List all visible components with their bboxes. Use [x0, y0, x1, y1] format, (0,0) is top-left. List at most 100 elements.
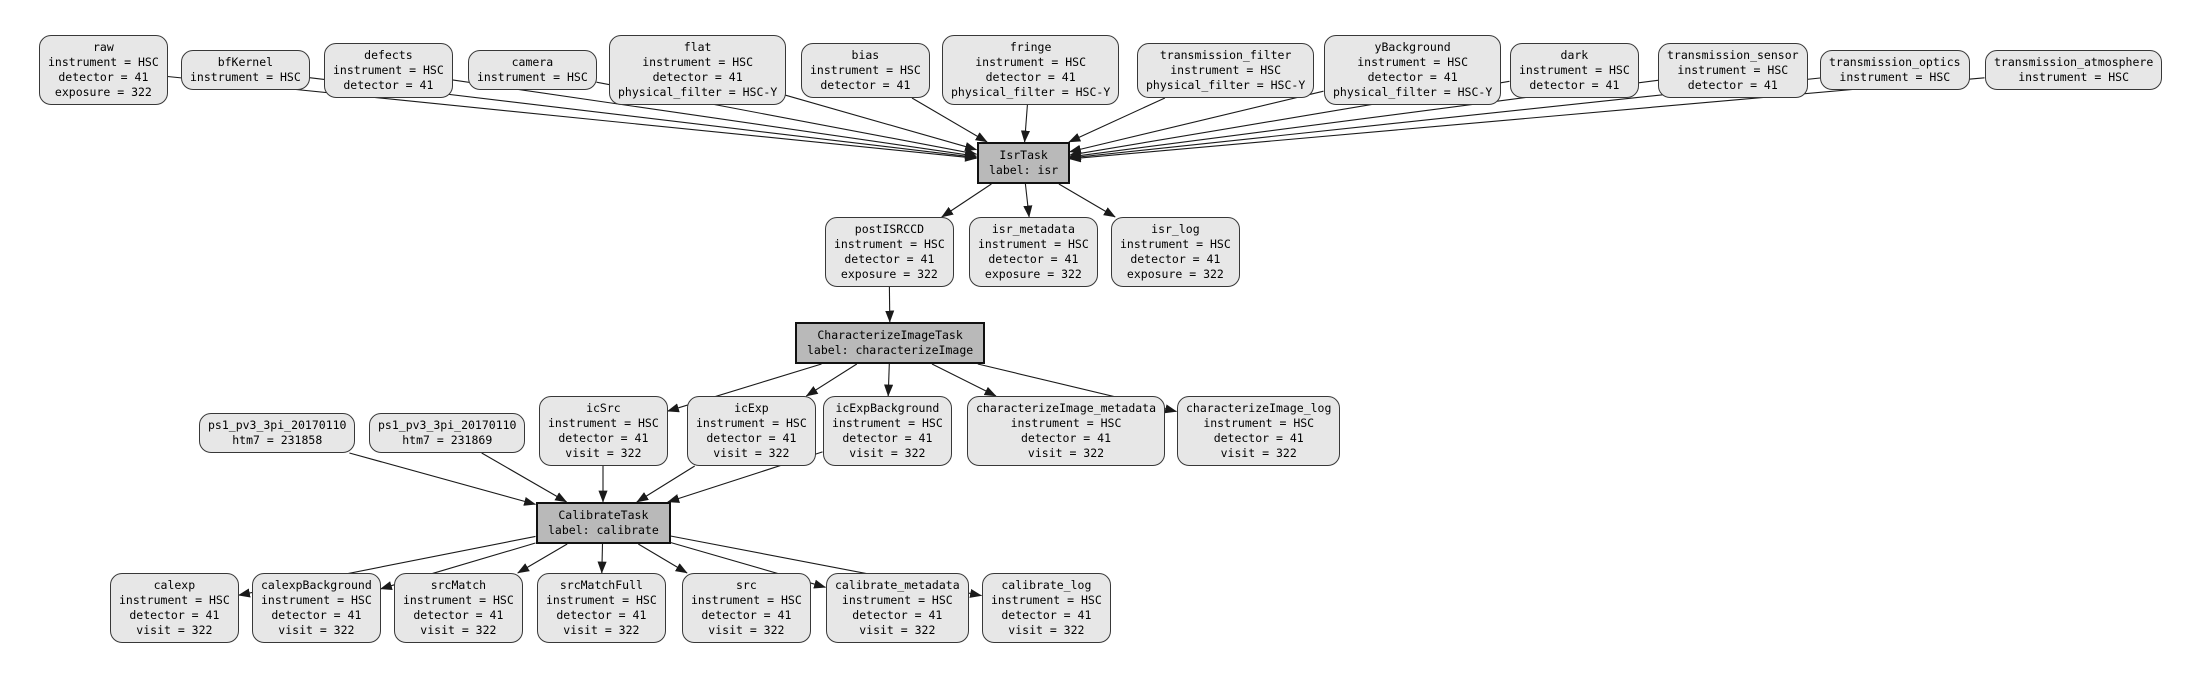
node-title: ps1_pv3_3pi_20170110 — [208, 418, 347, 432]
node-attr: instrument = HSC — [834, 237, 945, 251]
node-title: camera — [511, 55, 554, 69]
edge-IsrTask-to-postISRCCD — [941, 183, 992, 218]
node-attr: instrument = HSC — [48, 55, 159, 69]
node-title: srcMatch — [430, 578, 487, 592]
node-attr: instrument = HSC — [1203, 416, 1315, 430]
node-attr: detector = 41 — [558, 431, 649, 445]
edge-defects-to-IsrTask — [452, 79, 978, 160]
edge-flat-to-IsrTask — [785, 94, 978, 151]
node-attr: instrument = HSC — [1120, 237, 1231, 251]
node-attr: detector = 41 — [852, 608, 943, 622]
node-attr: instrument = HSC — [1839, 70, 1951, 84]
node-attr: exposure = 322 — [1126, 267, 1224, 281]
edge-raw-to-IsrTask — [167, 75, 978, 162]
node-attr: instrument = HSC — [261, 593, 372, 607]
node-title: transmission_sensor — [1667, 48, 1799, 62]
node-attr: detector = 41 — [706, 431, 797, 445]
edge-transmission_atmosphere-to-IsrTask — [1068, 77, 1985, 163]
node-attr: detector = 41 — [988, 252, 1079, 266]
node-attr: detector = 41 — [842, 431, 933, 445]
edge-fringe-to-IsrTask — [1020, 104, 1031, 143]
node-title: isr_log — [1151, 222, 1200, 236]
node-attr: visit = 322 — [136, 623, 213, 637]
node-attr: physical_filter = HSC-Y — [618, 85, 778, 99]
node-attr: physical_filter = HSC-Y — [1146, 78, 1306, 92]
node-title: defects — [364, 48, 413, 62]
edge-CharacterizeImageTask-to-icExpBackground — [884, 363, 894, 397]
node-attr: visit = 322 — [278, 623, 355, 637]
edge-yBackground-to-IsrTask — [1068, 90, 1324, 154]
node-title: isr_metadata — [991, 222, 1075, 236]
node-attr: instrument = HSC — [2018, 70, 2130, 84]
node-title: calexp — [153, 578, 196, 592]
node-attr: visit = 322 — [1220, 446, 1297, 460]
edge-bias-to-IsrTask — [911, 97, 988, 143]
node-attr: instrument = HSC — [810, 63, 921, 77]
node-title: IsrTask — [999, 148, 1048, 162]
node-attr: instrument = HSC — [403, 593, 514, 607]
edge-IsrTask-to-isr_log — [1058, 183, 1116, 218]
node-title: ps1_pv3_3pi_20170110 — [378, 418, 517, 432]
node-attr: exposure = 322 — [840, 267, 938, 281]
node-attr: instrument = HSC — [1010, 416, 1122, 430]
node-attr: detector = 41 — [413, 608, 504, 622]
edge-CharacterizeImageTask-to-characterizeImage_metadata — [931, 363, 997, 397]
node-title: calibrate_metadata — [835, 578, 960, 592]
node-title: bias — [851, 48, 880, 62]
node-attr: instrument = HSC — [841, 593, 953, 607]
node-attr: detector = 41 — [652, 70, 743, 84]
node-attr: htm7 = 231869 — [402, 433, 493, 447]
node-title: icSrc — [586, 401, 621, 415]
node-title: icExp — [734, 401, 769, 415]
node-attr: detector = 41 — [1529, 78, 1620, 92]
node-title: fringe — [1009, 40, 1052, 54]
node-attr: htm7 = 231858 — [232, 433, 323, 447]
node-attr: detector = 41 — [343, 78, 434, 92]
node-title: postISRCCD — [854, 222, 925, 236]
node-attr: visit = 322 — [708, 623, 785, 637]
edge-ps1_b-to-CalibrateTask — [481, 452, 568, 503]
node-attr: instrument = HSC — [119, 593, 230, 607]
node-attr: visit = 322 — [849, 446, 926, 460]
node-attr: instrument = HSC — [190, 70, 301, 84]
node-attr: detector = 41 — [1213, 431, 1304, 445]
node-attr: detector = 41 — [844, 252, 935, 266]
node-attr: instrument = HSC — [1170, 63, 1282, 77]
node-title: transmission_filter — [1159, 48, 1292, 62]
node-title: icExpBackground — [835, 401, 940, 415]
node-attr: instrument = HSC — [1519, 63, 1630, 77]
node-attr: visit = 322 — [1027, 446, 1105, 460]
node-attr: label: characterizeImage — [807, 343, 974, 357]
node-attr: detector = 41 — [556, 608, 647, 622]
node-attr: detector = 41 — [58, 70, 149, 84]
node-title: calexpBackground — [261, 578, 372, 592]
node-attr: exposure = 322 — [54, 85, 152, 99]
node-attr: instrument = HSC — [991, 593, 1102, 607]
edge-ps1_a-to-CalibrateTask — [349, 452, 537, 506]
node-attr: visit = 322 — [420, 623, 497, 637]
node-attr: visit = 322 — [565, 446, 642, 460]
